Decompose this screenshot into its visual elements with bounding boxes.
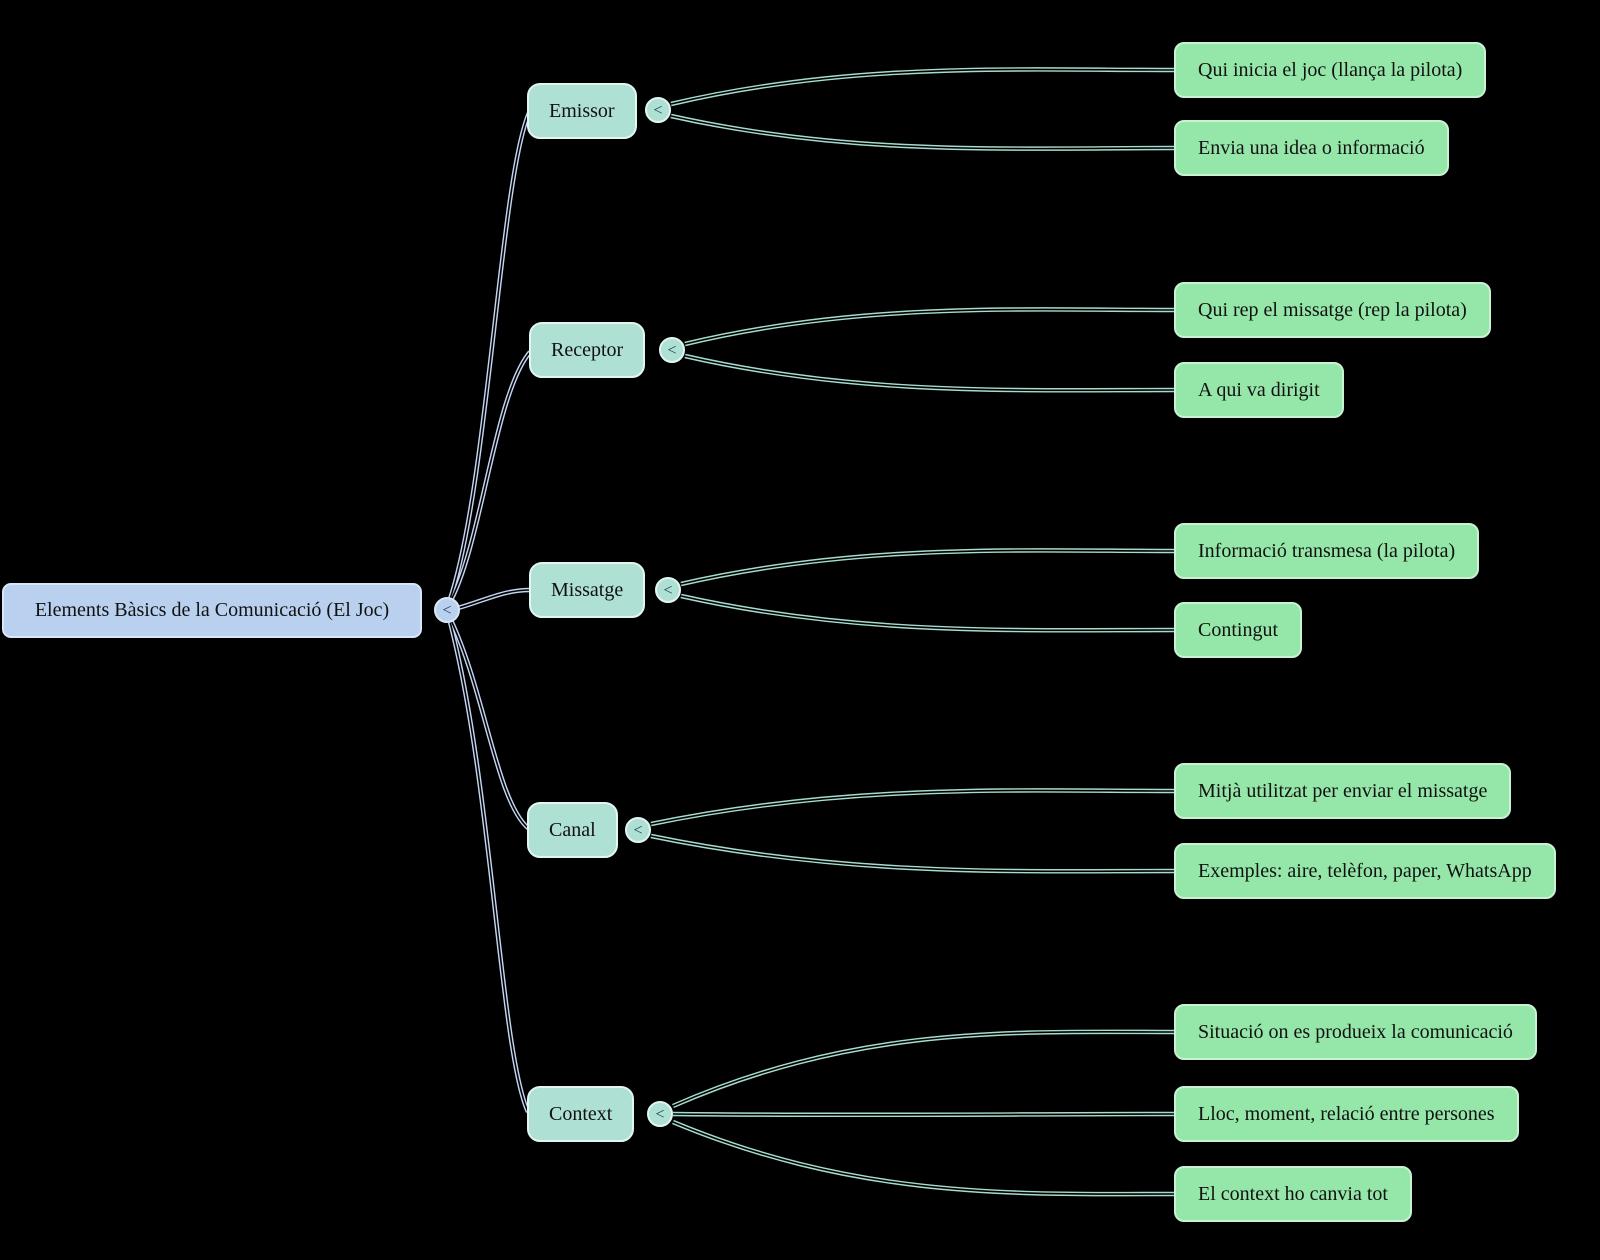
edge-root-receptor-center: [448, 351, 531, 605]
edge-context-leaf2-center: [672, 1113, 1177, 1116]
leaf-node[interactable]: Exemples: aire, telèfon, paper, WhatsApp: [1174, 843, 1556, 899]
edge-emissor-leaf2: [670, 113, 1177, 151]
branch-node-canal[interactable]: Canal: [527, 802, 618, 858]
collapse-button-root[interactable]: <: [434, 597, 460, 623]
edge-context-leaf3: [672, 1119, 1177, 1197]
edge-canal-leaf2: [650, 833, 1177, 874]
edge-root-context: [446, 617, 531, 1113]
collapse-button-context[interactable]: <: [647, 1101, 673, 1127]
edge-emissor-leaf2-center: [670, 115, 1177, 150]
edge-context-leaf1-center: [672, 1030, 1177, 1107]
collapse-button-canal[interactable]: <: [625, 817, 651, 843]
leaf-node[interactable]: Qui rep el missatge (rep la pilota): [1174, 282, 1491, 338]
edge-root-emissor: [446, 112, 532, 603]
collapse-button-missatge[interactable]: <: [655, 577, 681, 603]
leaf-node[interactable]: El context ho canvia tot: [1174, 1166, 1412, 1222]
edge-receptor-leaf2: [684, 353, 1177, 393]
root-edges-centerlines: [448, 112, 531, 1113]
leaf-node[interactable]: Contingut: [1174, 602, 1303, 658]
edge-canal-leaf1-center: [650, 789, 1177, 825]
branch-node-receptor[interactable]: Receptor: [529, 322, 646, 378]
edge-canal-leaf1: [650, 788, 1177, 827]
edge-missatge-leaf2-center: [680, 595, 1177, 632]
leaf-node[interactable]: Informació transmesa (la pilota): [1174, 523, 1480, 579]
root-node[interactable]: Elements Bàsics de la Comunicació (El Jo…: [2, 583, 422, 638]
root-edges: [446, 112, 532, 1113]
edge-receptor-leaf1-center: [684, 308, 1177, 345]
edge-root-canal-center: [448, 615, 529, 829]
edge-root-missatge-center: [450, 589, 531, 611]
branch-node-context[interactable]: Context: [527, 1086, 635, 1142]
collapse-button-emissor[interactable]: <: [645, 97, 671, 123]
edge-root-emissor-center: [448, 112, 530, 603]
edge-receptor-leaf2-center: [684, 355, 1177, 392]
edge-receptor-leaf1: [684, 307, 1177, 347]
leaf-node[interactable]: Envia una idea o informació: [1174, 120, 1449, 176]
branch-edges-centerlines: [650, 68, 1177, 1195]
leaf-node[interactable]: Mitjà utilitzat per enviar el missatge: [1174, 763, 1512, 819]
edge-root-canal: [446, 615, 530, 830]
edge-missatge-leaf1-center: [680, 549, 1177, 585]
edge-missatge-leaf2: [680, 593, 1177, 633]
edge-missatge-leaf1: [680, 548, 1177, 587]
branch-node-emissor[interactable]: Emissor: [527, 83, 637, 139]
branch-edges: [650, 67, 1177, 1197]
leaf-node[interactable]: Qui inicia el joc (llança la pilota): [1174, 42, 1487, 98]
branch-node-missatge[interactable]: Missatge: [529, 562, 646, 618]
collapse-button-receptor[interactable]: <: [659, 337, 685, 363]
edge-emissor-leaf1-center: [670, 68, 1177, 105]
leaf-node[interactable]: Situació on es produeix la comunicació: [1174, 1004, 1537, 1060]
edge-root-context-center: [448, 617, 529, 1113]
edge-emissor-leaf1: [670, 67, 1177, 107]
edge-context-leaf1: [672, 1029, 1177, 1109]
leaf-node[interactable]: Lloc, moment, relació entre persones: [1174, 1086, 1519, 1142]
leaf-node[interactable]: A qui va dirigit: [1174, 362, 1344, 418]
edge-canal-leaf2-center: [650, 835, 1177, 873]
edge-context-leaf3-center: [672, 1121, 1177, 1195]
